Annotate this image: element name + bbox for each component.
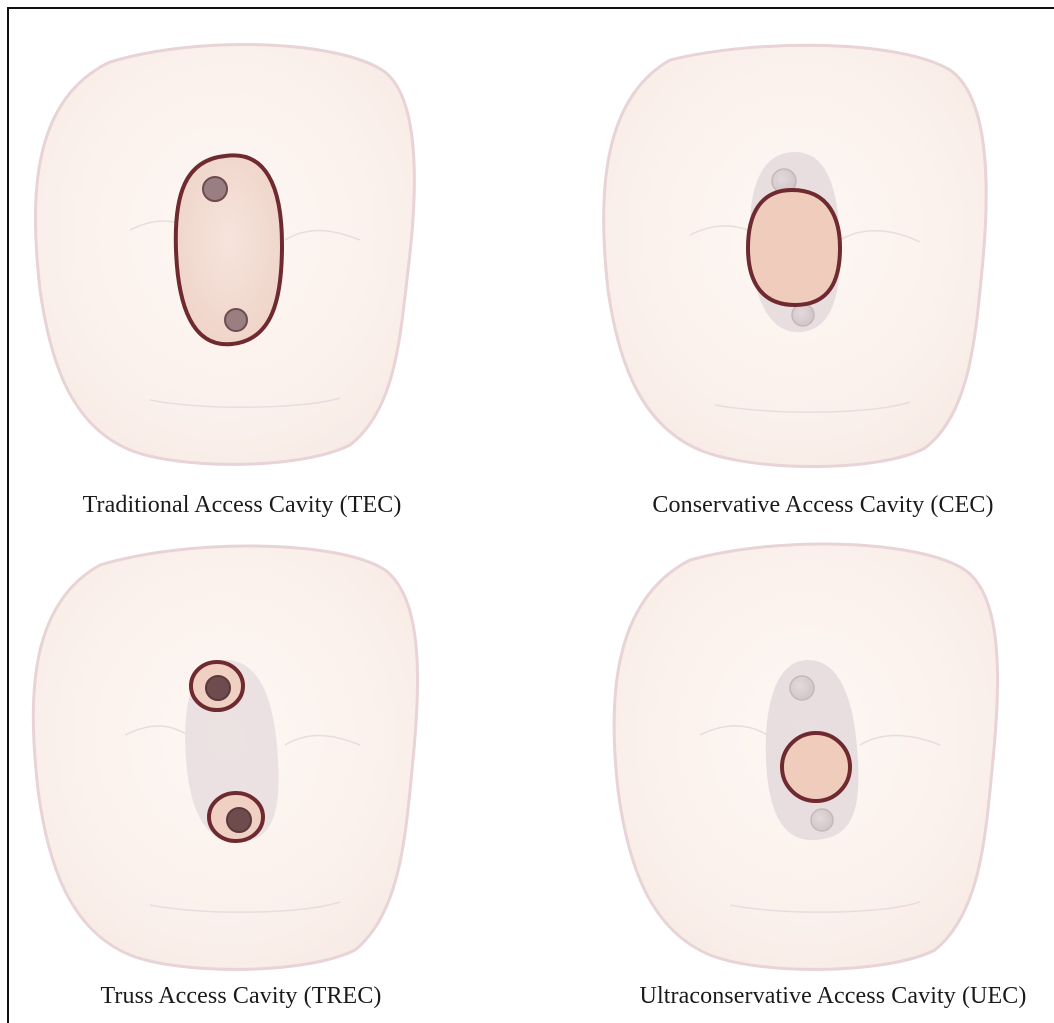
uec-outline [782,733,850,801]
tec-panel [35,45,414,465]
trec-caption: Truss Access Cavity (TREC) [100,983,381,1010]
uec-canal-distal [811,809,833,831]
cec-panel [604,45,987,466]
trec-canal-distal [227,808,251,832]
trec-canal-mesial [206,676,230,700]
cec-canal-distal [792,304,814,326]
uec-panel [614,544,997,969]
cec-outline [748,190,840,305]
tec-caption: Traditional Access Cavity (TEC) [83,492,402,519]
tec-canal-distal [225,309,247,331]
tec-canal-mesial [203,177,227,201]
cec-caption: Conservative Access Cavity (CEC) [652,492,993,519]
trec-panel [33,546,417,969]
uec-canal-mesial [790,676,814,700]
uec-caption: Ultraconservative Access Cavity (UEC) [640,983,1027,1010]
